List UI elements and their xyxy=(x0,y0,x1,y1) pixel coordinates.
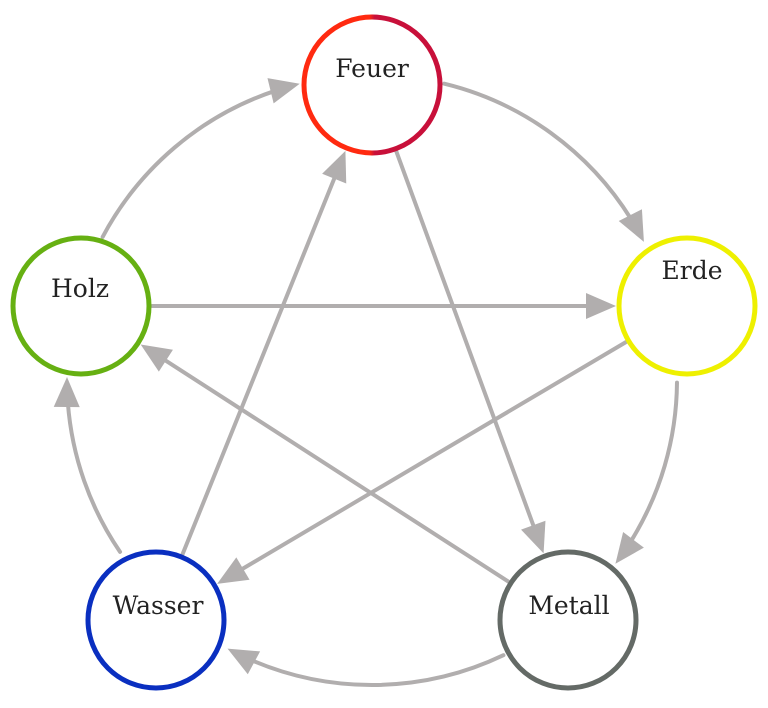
edge-erde-to-wasser-arrowhead xyxy=(217,557,250,584)
edge-metall-to-wasser-arrowhead xyxy=(227,648,261,675)
node-label-holz: Holz xyxy=(51,274,109,303)
node-ring-feuer xyxy=(301,14,443,156)
node-label-erde: Erde xyxy=(662,256,723,285)
node-label-metall: Metall xyxy=(528,591,609,620)
edge-erde-to-metall-arrowhead xyxy=(615,531,644,564)
edge-erde-to-wasser xyxy=(237,340,628,573)
edge-feuer-to-metall xyxy=(394,149,537,531)
edge-wasser-to-feuer xyxy=(180,172,338,557)
node-ring-holz xyxy=(10,235,152,377)
node-label-wasser: Wasser xyxy=(113,591,204,620)
node-ring-metall xyxy=(497,549,639,691)
node-feuer: Feuer xyxy=(301,14,443,156)
arrowheads-layer xyxy=(53,78,644,675)
node-metall: Metall xyxy=(497,549,639,691)
edge-feuer-to-erde xyxy=(442,81,634,222)
edge-wasser-to-holz xyxy=(65,401,123,554)
edge-holz-to-feuer xyxy=(100,88,277,239)
node-erde: Erde xyxy=(616,235,758,377)
edge-wasser-to-holz-arrowhead xyxy=(53,377,80,408)
edge-erde-to-metall xyxy=(628,380,679,545)
edge-metall-to-holz-arrowhead xyxy=(140,344,173,372)
node-ring-erde xyxy=(616,235,758,377)
edge-metall-to-holz xyxy=(160,356,511,584)
edge-feuer-to-metall-arrowhead xyxy=(521,520,546,554)
nodes-layer: Feuer Erde Metall Wasser Holz xyxy=(10,14,758,691)
edge-feuer-to-erde-arrowhead xyxy=(618,209,644,242)
edges-layer xyxy=(65,81,679,687)
edge-wasser-to-feuer-arrowhead xyxy=(322,150,347,184)
node-ring-wasser xyxy=(85,549,227,691)
node-holz: Holz xyxy=(10,235,152,377)
edge-metall-to-wasser xyxy=(248,653,506,687)
node-wasser: Wasser xyxy=(85,549,227,691)
node-label-feuer: Feuer xyxy=(335,54,409,83)
edge-holz-to-erde-arrowhead xyxy=(586,293,616,319)
edge-holz-to-feuer-arrowhead xyxy=(267,78,300,104)
